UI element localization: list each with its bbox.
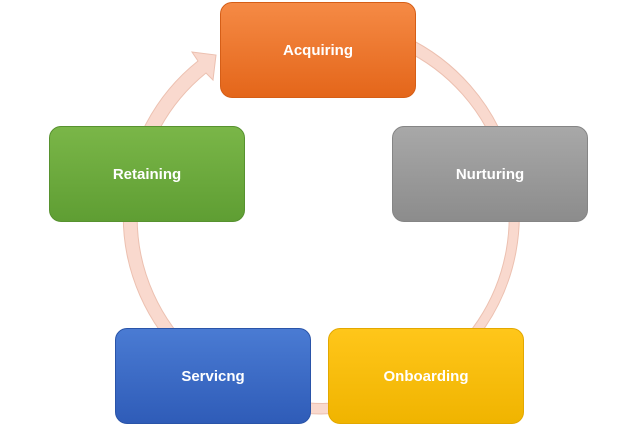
- node-label-servicing: Servicng: [181, 367, 245, 385]
- node-label-nurturing: Nurturing: [455, 165, 525, 183]
- cycle-arrow-band: [122, 36, 520, 415]
- node-servicing: Servicng: [115, 328, 311, 424]
- node-label-retaining: Retaining: [112, 165, 182, 183]
- node-onboarding: Onboarding: [328, 328, 524, 424]
- node-retaining: Retaining: [49, 126, 245, 222]
- node-label-acquiring: Acquiring: [283, 41, 353, 59]
- node-label-onboarding: Onboarding: [383, 367, 469, 385]
- node-acquiring: Acquiring: [220, 2, 416, 98]
- node-nurturing: Nurturing: [392, 126, 588, 222]
